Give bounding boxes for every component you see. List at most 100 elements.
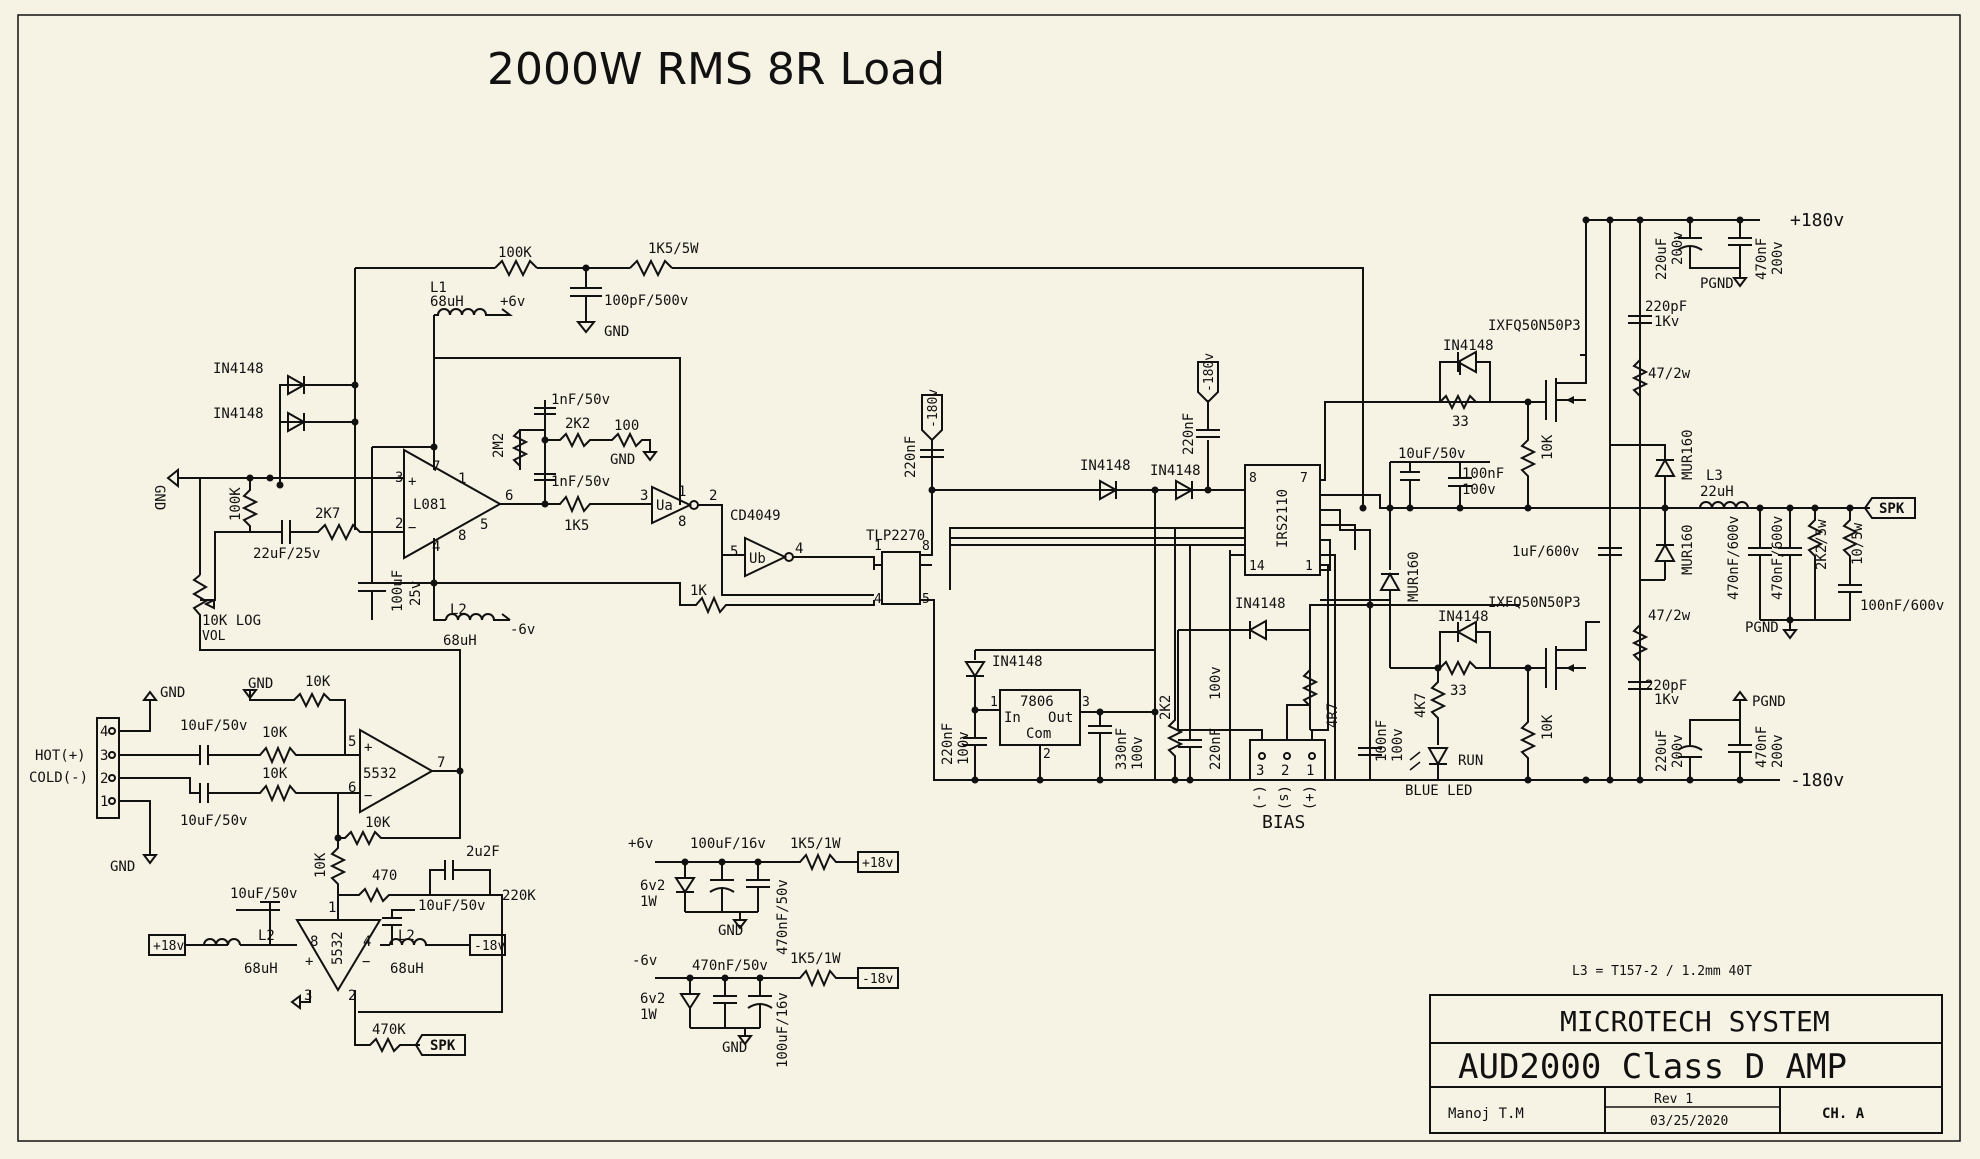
label-ub-pin4: 4 xyxy=(795,541,803,557)
label-c470n-a-v: 200v xyxy=(1770,241,1786,275)
label-ua-pin3: 3 xyxy=(640,488,648,504)
label-pin3-in: 3 xyxy=(100,748,108,764)
label-tlp-pin1: 1 xyxy=(874,539,882,554)
label-c1n-a: 1nF/50v xyxy=(551,392,610,408)
label-rail-neg: -180v xyxy=(1790,770,1844,791)
label-op5532b-pin2: 2 xyxy=(348,988,356,1004)
label-r10k-fb: 10K xyxy=(365,815,391,831)
label-l3: L3 xyxy=(1706,468,1723,484)
label-pin5: 5 xyxy=(480,517,488,533)
label-c220u-b: 220uF xyxy=(1654,730,1670,772)
label-pin1: 1 xyxy=(458,471,466,487)
label-r2k2b: 2K2 xyxy=(1158,695,1174,720)
label-pgnd-c: PGND xyxy=(1745,620,1779,636)
label-l2: L2 xyxy=(450,602,467,618)
label-r2m2: 2M2 xyxy=(491,433,507,458)
label-ps-z1w: 1W xyxy=(640,894,657,910)
label-mur-c: MUR160 xyxy=(1680,524,1696,575)
label-pgnd-b: PGND xyxy=(1752,694,1786,710)
label-r100k-fb: 100K xyxy=(498,245,532,261)
label-c22u: 22uF/25v xyxy=(253,546,320,562)
label-op5532b-pin8: 8 xyxy=(310,934,318,950)
label-irs-pin8: 8 xyxy=(1249,471,1257,486)
label-l2-c-val: 68uH xyxy=(390,961,424,977)
label-pin3: 3 xyxy=(395,470,403,486)
label-bias-p2: 2 xyxy=(1281,763,1289,779)
label-reg-pin2: 2 xyxy=(1043,747,1051,762)
label-in4148-c: IN4148 xyxy=(1080,458,1131,474)
label-gnd-bot-in: GND xyxy=(110,859,135,875)
label-pin8: 8 xyxy=(458,528,466,544)
label-r33a: 33 xyxy=(1452,414,1469,430)
label-l2-b: L2 xyxy=(258,928,275,944)
label-l3-note: L3 = T157-2 / 1.2mm 40T xyxy=(1572,964,1752,979)
label-c220n-d: 220nF xyxy=(1208,728,1224,770)
label-gnd2: GND xyxy=(610,452,635,468)
label-tag-p18: +18v xyxy=(153,939,184,954)
label-c330n-v: 100v xyxy=(1130,736,1146,770)
label-op5532b-pin1: 1 xyxy=(328,900,336,916)
label-c100p: 100pF/500v xyxy=(604,293,688,309)
label-tag-m180b: -180v xyxy=(1202,353,1217,392)
label-c220p-a-v: 1Kv xyxy=(1654,314,1679,330)
label-ps-tagm18: -18v xyxy=(862,972,893,987)
label-in4148-a: IN4148 xyxy=(213,361,264,377)
label-bias-s: (s) xyxy=(1276,785,1292,810)
label-r2k2-5w: 2K2/5w xyxy=(1814,519,1830,570)
label-in4148-f: IN4148 xyxy=(992,654,1043,670)
label-pin2: 2 xyxy=(395,516,403,532)
label-c10u-d: 10uF/50v xyxy=(418,898,485,914)
label-c10u-c: 10uF/50v xyxy=(230,886,297,902)
label-c100u-v: 25v xyxy=(408,581,424,606)
label-irs-pin1: 1 xyxy=(1305,559,1313,574)
label-r1k5-5w: 1K5/5W xyxy=(648,241,699,257)
label-r10k-v: 10K xyxy=(313,852,329,878)
label-r10k-a: 10K xyxy=(1540,434,1556,460)
label-irs-pin7: 7 xyxy=(1300,471,1308,486)
label-r470k: 470K xyxy=(372,1022,406,1038)
label-c100u: 100uF xyxy=(390,570,406,612)
label-n6v: -6v xyxy=(510,622,535,638)
label-r1k5: 1K5 xyxy=(564,518,589,534)
label-c100n: 100nF xyxy=(1462,466,1504,482)
label-bias-p1: 1 xyxy=(1306,763,1314,779)
label-r10-5w: 10/5w xyxy=(1850,522,1866,565)
label-c100n-b-v: 100v xyxy=(1390,728,1406,762)
label-ua-pin1: 1 xyxy=(678,484,686,500)
label-c220n-d-v: 100v xyxy=(1208,666,1224,700)
label-bias-p: (+) xyxy=(1301,785,1317,810)
label-mur-a: MUR160 xyxy=(1406,551,1422,602)
label-irs-pin14: 14 xyxy=(1249,559,1265,574)
label-r10k-b: 10K xyxy=(1540,714,1556,740)
label-r470: 470 xyxy=(372,868,397,884)
label-spk-tag: SPK xyxy=(430,1038,456,1054)
label-ua: Ua xyxy=(656,498,673,514)
label-mosfet-b: IXFQ50N50P3 xyxy=(1488,595,1581,611)
label-rail-pos: +180v xyxy=(1790,210,1844,231)
label-gnd-top-in: GND xyxy=(160,685,185,701)
title-block-date: 03/25/2020 xyxy=(1650,1114,1728,1129)
label-c10u-a: 10uF/50v xyxy=(180,718,247,734)
label-ps-z2w: 1W xyxy=(640,1007,657,1023)
label-c220p-b-v: 1Kv xyxy=(1654,692,1679,708)
label-in4148-d: IN4148 xyxy=(1150,463,1201,479)
label-tag-m18: -18v xyxy=(474,939,505,954)
label-ps-m6v: -6v xyxy=(632,953,657,969)
label-op5532a-plus: + xyxy=(364,740,372,756)
label-bias-m: (-) xyxy=(1251,785,1267,810)
label-c220n-b: 220nF xyxy=(1181,413,1197,455)
label-cold: COLD(-) xyxy=(29,770,88,786)
label-op5532a: 5532 xyxy=(363,766,397,782)
label-hot: HOT(+) xyxy=(35,748,86,764)
label-ps-gnd1: GND xyxy=(718,923,743,939)
label-pin4: 4 xyxy=(432,539,440,555)
label-c100n600: 100nF/600v xyxy=(1860,598,1944,614)
label-op5532b-pin4: 4 xyxy=(363,934,371,950)
label-pin-plus: + xyxy=(408,474,416,490)
label-c220n-c-v: 100v xyxy=(956,731,972,765)
label-mur-b: MUR160 xyxy=(1680,429,1696,480)
label-r10k-in: 10K xyxy=(262,725,288,741)
label-ps-z1: 6v2 xyxy=(640,878,665,894)
